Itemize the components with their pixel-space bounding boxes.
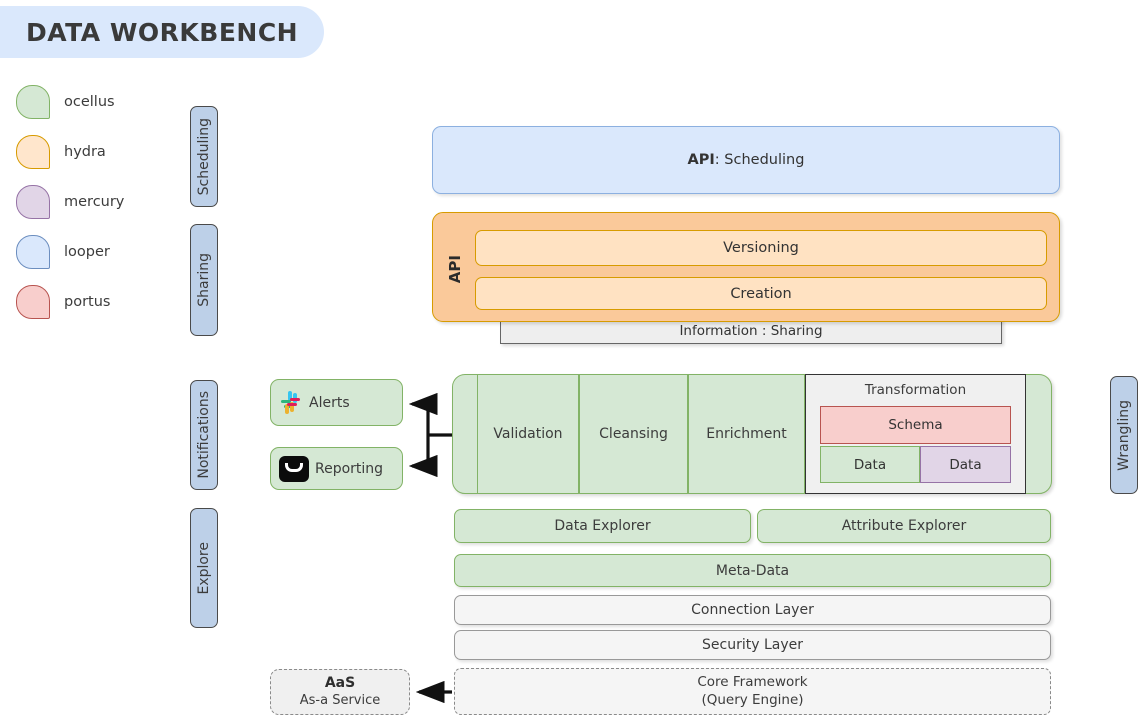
side-tab-wrangling-label: Wrangling xyxy=(1116,399,1132,471)
core-framework-line1: Core Framework xyxy=(697,673,808,690)
side-tab-scheduling[interactable]: Scheduling xyxy=(190,106,218,207)
legend-item-portus: portus xyxy=(16,282,186,322)
legend-item-mercury: mercury xyxy=(16,182,186,222)
information-sharing-bar[interactable]: Information : Sharing xyxy=(500,318,1002,344)
data-explorer-label: Data Explorer xyxy=(554,518,651,534)
core-framework-line2: (Query Engine) xyxy=(701,691,804,708)
reporting-label: Reporting xyxy=(315,460,384,477)
api-row-creation[interactable]: Creation xyxy=(475,277,1047,310)
reporting-card[interactable]: Reporting xyxy=(270,447,403,490)
pipeline-stage-enrichment[interactable]: Enrichment xyxy=(688,374,805,494)
legend-label-hydra: hydra xyxy=(64,144,106,160)
api-scheduling-bold-label: API xyxy=(687,152,715,168)
legend-item-looper: looper xyxy=(16,232,186,272)
legend-label-portus: portus xyxy=(64,294,111,310)
side-tab-explore[interactable]: Explore xyxy=(190,508,218,628)
legend-item-ocellus: ocellus xyxy=(16,82,186,122)
data-explorer-box[interactable]: Data Explorer xyxy=(454,509,751,543)
alerts-card[interactable]: Alerts xyxy=(270,379,403,426)
side-tab-scheduling-label: Scheduling xyxy=(196,117,212,196)
legend-swatch-looper xyxy=(16,235,50,269)
email-icon xyxy=(279,455,309,482)
information-sharing-label: Information : Sharing xyxy=(679,323,823,339)
side-tab-explore-label: Explore xyxy=(196,541,212,595)
legend-item-hydra: hydra xyxy=(16,132,186,172)
api-row-versioning[interactable]: Versioning xyxy=(475,230,1047,266)
legend-swatch-hydra xyxy=(16,135,50,169)
pipeline-stage-cleansing[interactable]: Cleansing xyxy=(579,374,688,494)
aas-title: AaS xyxy=(324,675,356,692)
attribute-explorer-label: Attribute Explorer xyxy=(841,518,967,534)
transformation-data-left-box[interactable]: Data xyxy=(820,446,920,483)
security-layer-box[interactable]: Security Layer xyxy=(454,630,1051,660)
alerts-label: Alerts xyxy=(309,394,350,411)
metadata-label: Meta-Data xyxy=(715,562,790,579)
security-layer-label: Security Layer xyxy=(702,637,803,653)
transformation-data-right-label: Data xyxy=(949,456,982,473)
transformation-schema-box[interactable]: Schema xyxy=(820,406,1011,444)
side-tab-sharing[interactable]: Sharing xyxy=(190,224,218,336)
api-row-creation-label: Creation xyxy=(730,285,792,302)
transformation-data-left-label: Data xyxy=(853,456,887,473)
side-tab-sharing-label: Sharing xyxy=(196,253,212,307)
page-title-bar: DATA WORKBENCH xyxy=(0,6,324,58)
pipeline-stage-validation[interactable]: Validation xyxy=(477,374,579,494)
api-scheduling-rest-label: : Scheduling xyxy=(714,152,805,168)
side-tab-notifications[interactable]: Notifications xyxy=(190,380,218,490)
core-framework-box[interactable]: Core Framework (Query Engine) xyxy=(454,668,1051,715)
legend-label-looper: looper xyxy=(64,244,110,260)
legend-swatch-ocellus xyxy=(16,85,50,119)
legend-swatch-mercury xyxy=(16,185,50,219)
transformation-title: Transformation xyxy=(864,382,967,398)
transformation-schema-label: Schema xyxy=(888,417,943,433)
api-row-versioning-label: Versioning xyxy=(723,240,799,256)
metadata-box[interactable]: Meta-Data xyxy=(454,554,1051,587)
attribute-explorer-box[interactable]: Attribute Explorer xyxy=(757,509,1051,543)
legend: ocellus hydra mercury looper portus xyxy=(16,82,186,332)
api-panel-label-text: API xyxy=(446,254,464,284)
connection-layer-label: Connection Layer xyxy=(691,602,814,618)
transformation-data-right-box[interactable]: Data xyxy=(920,446,1011,483)
side-tab-wrangling[interactable]: Wrangling xyxy=(1110,376,1138,494)
slack-icon xyxy=(279,390,303,415)
api-scheduling-banner[interactable]: API : Scheduling xyxy=(432,126,1060,194)
aas-box[interactable]: AaS As-a Service xyxy=(270,669,410,715)
pipeline-stage-enrichment-label: Enrichment xyxy=(706,426,787,442)
page-title: DATA WORKBENCH xyxy=(26,17,299,47)
aas-subtitle: As-a Service xyxy=(299,692,381,708)
legend-label-mercury: mercury xyxy=(64,194,125,210)
connection-layer-box[interactable]: Connection Layer xyxy=(454,595,1051,625)
legend-label-ocellus: ocellus xyxy=(64,94,115,110)
pipeline-stage-cleansing-label: Cleansing xyxy=(599,426,668,442)
side-tab-notifications-label: Notifications xyxy=(196,391,212,479)
pipeline-stage-validation-label: Validation xyxy=(493,426,563,442)
api-panel-vertical-label: API xyxy=(444,245,466,293)
legend-swatch-portus xyxy=(16,285,50,319)
